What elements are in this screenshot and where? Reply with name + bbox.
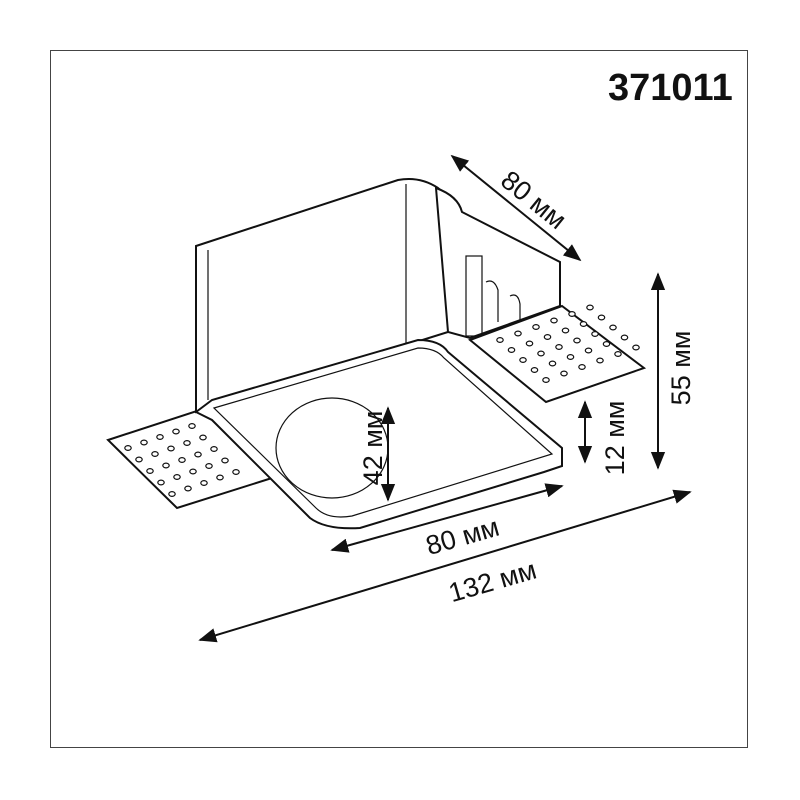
- perforation-hole: [596, 357, 604, 364]
- total-width-dim-line: [198, 489, 692, 643]
- perforation-hole: [555, 344, 563, 351]
- perforation-hole: [146, 468, 154, 475]
- perforation-hole: [543, 334, 552, 341]
- perforation-hole: [514, 330, 522, 337]
- perforation-hole: [632, 344, 640, 351]
- perforation-hole: [597, 314, 606, 321]
- perforation-hole: [194, 451, 202, 458]
- perforation-hole: [221, 457, 229, 464]
- perforation-hole: [168, 491, 176, 498]
- perforation-hole: [568, 311, 576, 318]
- perforation-hole: [232, 469, 240, 476]
- depth-dim-line: [450, 154, 582, 262]
- perforation-hole: [167, 445, 175, 452]
- perforation-hole: [573, 337, 581, 344]
- perforation-hole: [210, 446, 218, 453]
- perforation-hole: [140, 439, 148, 446]
- perforation-hole: [620, 334, 629, 341]
- perforation-hole: [614, 351, 622, 358]
- right-mounting-plate: [468, 304, 647, 404]
- perforation-hole: [173, 474, 181, 481]
- width-label: 80 мм: [422, 512, 502, 561]
- perforation-hole: [172, 428, 180, 435]
- perforation-hole: [188, 423, 196, 430]
- perforation-hole: [519, 357, 527, 364]
- hole-label: 42 мм: [358, 411, 388, 486]
- perforation-hole: [124, 445, 132, 452]
- perforation-hole: [542, 377, 550, 384]
- perforation-hole: [135, 456, 143, 463]
- perforation-hole: [496, 337, 504, 344]
- perforation-hole: [156, 434, 164, 441]
- product-code: 371011: [608, 67, 733, 109]
- perforation-hole: [525, 340, 534, 347]
- perforation-hole: [532, 324, 540, 331]
- perforation-hole: [578, 364, 586, 371]
- perforation-hole: [205, 463, 213, 470]
- perforation-hole: [560, 370, 568, 377]
- perforation-hole: [548, 360, 557, 367]
- perforation-hole: [586, 304, 594, 311]
- perforation-hole: [200, 480, 208, 487]
- perforation-hole: [183, 440, 191, 447]
- perforation-hole: [199, 434, 207, 441]
- perforation-hole: [507, 347, 516, 354]
- perforation-hole: [151, 451, 159, 458]
- left-mounting-plate: [106, 406, 274, 510]
- perforation-hole: [537, 350, 545, 357]
- perforation-hole: [216, 474, 224, 481]
- perforation-hole: [530, 367, 539, 374]
- perforation-hole: [602, 341, 611, 348]
- perforation-hole: [579, 321, 588, 328]
- perforation-hole: [162, 462, 170, 469]
- perforation-hole: [609, 324, 617, 331]
- drawing-frame: [50, 50, 748, 748]
- perforation-hole: [550, 317, 558, 324]
- perforation-hole: [566, 354, 575, 361]
- height-label: 55 мм: [666, 331, 696, 406]
- perforation-hole: [584, 347, 593, 354]
- perforation-hole: [189, 468, 197, 475]
- flange-label: 12 мм: [600, 401, 630, 476]
- perforation-hole: [157, 479, 165, 486]
- perforation-hole: [561, 327, 570, 334]
- perforation-hole: [178, 457, 186, 464]
- perforation-hole: [591, 331, 599, 338]
- perforation-hole: [184, 485, 192, 492]
